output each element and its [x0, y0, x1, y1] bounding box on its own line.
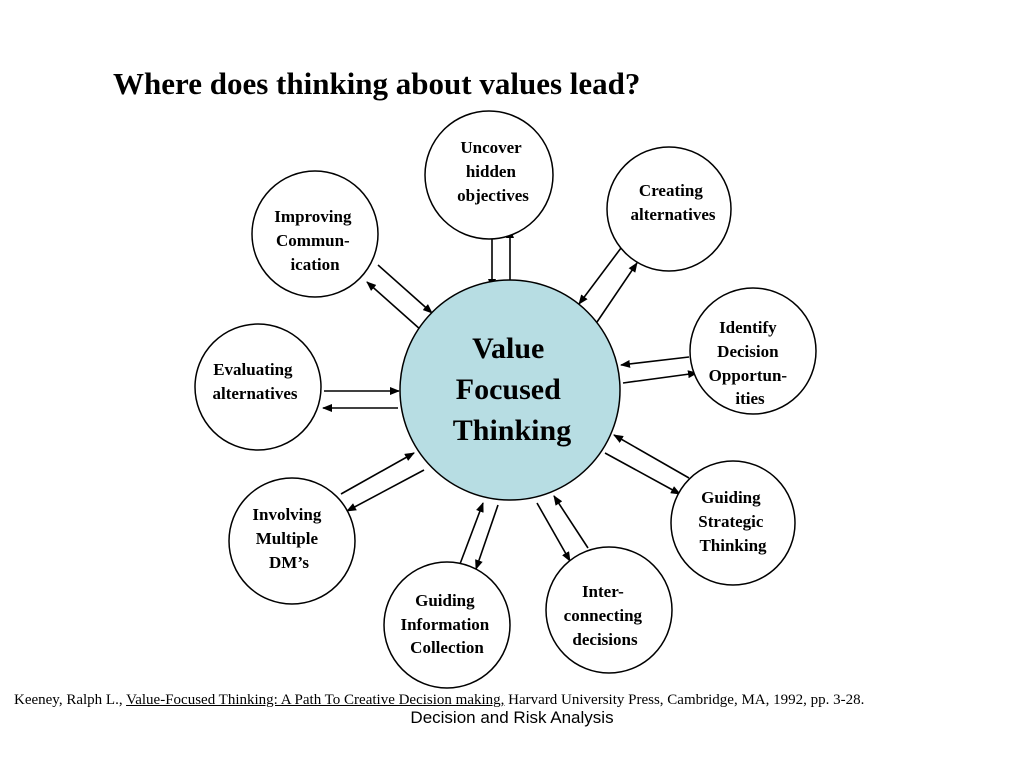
node-label-communication: Improving Commun- ication [274, 207, 355, 274]
arrow-to-center-information [459, 502, 484, 565]
node-circle-strategic [670, 460, 796, 586]
node-label-line: Opportun- [709, 366, 788, 385]
center-label: Value Focused Thinking [453, 332, 571, 447]
node-label-line: Guiding [415, 591, 475, 610]
node-label-interconnecting: Inter- connecting decisions [564, 582, 647, 649]
node-label-line: Inter- [582, 582, 624, 601]
node-circle-interconnecting [545, 546, 673, 674]
node-label-line: objectives [457, 186, 529, 205]
node-label-line: Decision [717, 342, 779, 361]
node-label-line: Involving [252, 505, 321, 524]
node-label-line: Thinking [699, 536, 767, 555]
arrow-from-center-information [475, 504, 499, 570]
citation-author: Keeney, Ralph L., [14, 692, 127, 708]
node-label-line: DM’s [269, 553, 309, 572]
citation: Keeney, Ralph L., Value-Focused Thinking… [14, 692, 864, 709]
node-circle-information [383, 561, 511, 689]
node-circle-uncover [424, 110, 554, 240]
node-label-information: Guiding Information Collection [400, 591, 493, 657]
node-label-identify: Identify Decision Opportun- ities [709, 318, 792, 408]
node-label-line: Commun- [276, 231, 350, 250]
arrow-to-center-identify [620, 356, 690, 368]
node-label-evaluating: Evaluating alternatives [213, 360, 298, 403]
arrow-from-center-multiple [346, 469, 425, 512]
arrow-from-center-communication [366, 281, 422, 331]
outer-nodes [194, 110, 817, 689]
arrow-to-center-multiple [340, 452, 415, 495]
node-label-line: Uncover [460, 138, 522, 157]
node-label-line: Information [400, 615, 489, 634]
node-circle-evaluating [194, 323, 322, 451]
center-circle [399, 279, 621, 501]
arrow-to-center-interconnecting [553, 495, 589, 549]
arrow-from-center-identify [622, 370, 698, 384]
node-label-line: Strategic [698, 512, 764, 531]
arrow-to-center-communication [377, 264, 433, 314]
arrow-from-center-creating [596, 262, 638, 323]
node-label-line: ities [735, 389, 765, 408]
node-label-line: Guiding [701, 488, 761, 507]
center-label-line: Thinking [453, 414, 571, 447]
node-label-line: Collection [410, 638, 484, 657]
node-label-line: Creating [639, 181, 703, 200]
node-circle-communication [251, 170, 379, 298]
node-label-line: Identify [719, 318, 777, 337]
node-label-line: Evaluating [213, 360, 293, 379]
center-label-line: Focused [456, 373, 561, 406]
citation-publisher: Harvard University Press, Cambridge, MA,… [504, 692, 865, 708]
node-label-line: hidden [466, 162, 517, 181]
arrow-from-center-strategic [604, 452, 681, 495]
node-circle-identify [689, 287, 817, 415]
arrow-to-center-strategic [613, 434, 690, 479]
slide-footer: Decision and Risk Analysis [410, 708, 614, 727]
center-label-line: Value [472, 332, 544, 365]
node-label-line: Improving [274, 207, 352, 226]
node-label-line: connecting [564, 606, 643, 625]
node-circle-multiple [228, 477, 356, 605]
node-label-uncover: Uncover hidden objectives [457, 138, 529, 205]
node-label-line: Multiple [256, 529, 319, 548]
node-label-line: ication [290, 255, 340, 274]
arrow-from-center-interconnecting [536, 502, 571, 562]
node-label-strategic: Guiding Strategic Thinking [698, 488, 767, 555]
node-label-creating: Creating alternatives [631, 181, 716, 224]
node-label-line: alternatives [631, 205, 716, 224]
citation-book-title: Value-Focused Thinking: A Path To Creati… [126, 692, 505, 708]
node-circle-creating [606, 146, 732, 272]
node-label-line: decisions [572, 630, 638, 649]
arrow-to-center-creating [578, 247, 622, 305]
node-label-line: alternatives [213, 384, 298, 403]
node-label-multiple: Involving Multiple DM’s [252, 505, 325, 572]
slide-title: Where does thinking about values lead? [113, 66, 641, 101]
arrows [322, 228, 698, 570]
